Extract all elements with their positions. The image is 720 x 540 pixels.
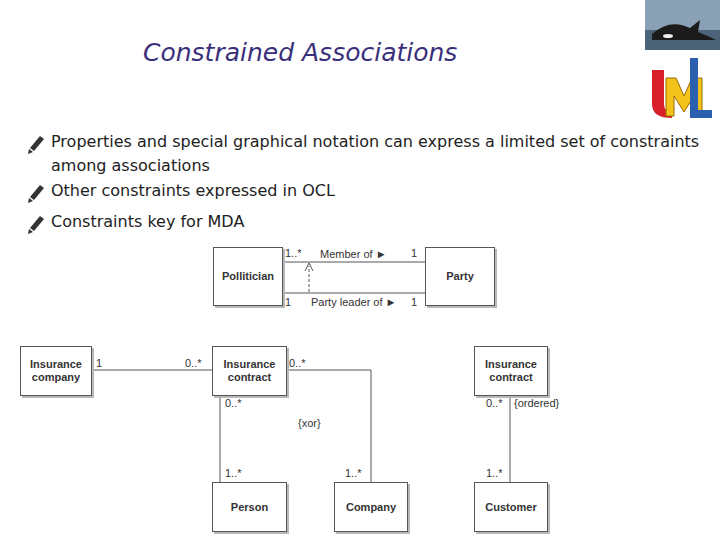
class-name: Pollitician [222,270,274,283]
pen-bullet [28,185,44,203]
multiplicity: 0..* [486,397,503,409]
bullet-text: Other constraints expressed in OCL [51,179,701,203]
photo-sky [645,0,720,50]
multiplicity: 1..* [225,467,242,479]
association-line [510,396,511,482]
association-line [283,262,425,263]
class-name: Person [231,501,268,514]
association-line [92,370,212,371]
constraint-note: {xor} [298,417,321,429]
pen-bullet [28,136,44,154]
multiplicity: 1 [411,247,417,259]
constraint-note: {ordered} [514,397,559,409]
class-box: Insurance company [20,346,92,396]
class-box: Insurance contract [474,346,548,396]
association-line [287,370,371,482]
orca-shape [652,20,716,40]
multiplicity: 1 [285,296,291,308]
association-line [283,293,425,294]
multiplicity: 0..* [225,397,242,409]
multiplicity: 1..* [345,467,362,479]
multiplicity: 1..* [486,467,503,479]
orca-photo [645,0,720,50]
class-box: Customer [474,482,548,532]
class-box: Person [212,482,287,532]
class-name: Company [346,501,396,514]
class-box: Company [334,482,408,532]
multiplicity: 1..* [285,247,302,259]
multiplicity: 1 [411,296,417,308]
class-name: Party [446,270,474,283]
subset-constraint-arrow [305,263,313,292]
class-box: Party [425,247,495,306]
multiplicity: 0..* [185,357,202,369]
logo-l [690,58,712,118]
association-line [220,396,221,482]
class-box: Pollitician [213,247,283,306]
multiplicity: 1 [96,357,102,369]
bullet-text: Constraints key for MDA [51,210,701,234]
slide-title: Constrained Associations [143,38,457,67]
orca-patch [663,34,673,38]
open-arrowhead [305,263,313,271]
association-name: Party leader of ► [311,296,396,308]
bullet-icons [28,136,44,234]
class-name: Insurance contract [217,358,282,384]
class-name: Customer [485,501,536,514]
class-box: Insurance contract [212,346,287,396]
multiplicity: 0..* [289,357,306,369]
dashed-dependency [309,266,310,292]
association-name: Member of ► [320,248,387,260]
class-name: Insurance company [25,358,87,384]
bullet-text: Properties and special graphical notatio… [51,130,701,178]
uml-logo [652,58,712,118]
class-name: Insurance contract [479,358,543,384]
pen-bullet [28,216,44,234]
